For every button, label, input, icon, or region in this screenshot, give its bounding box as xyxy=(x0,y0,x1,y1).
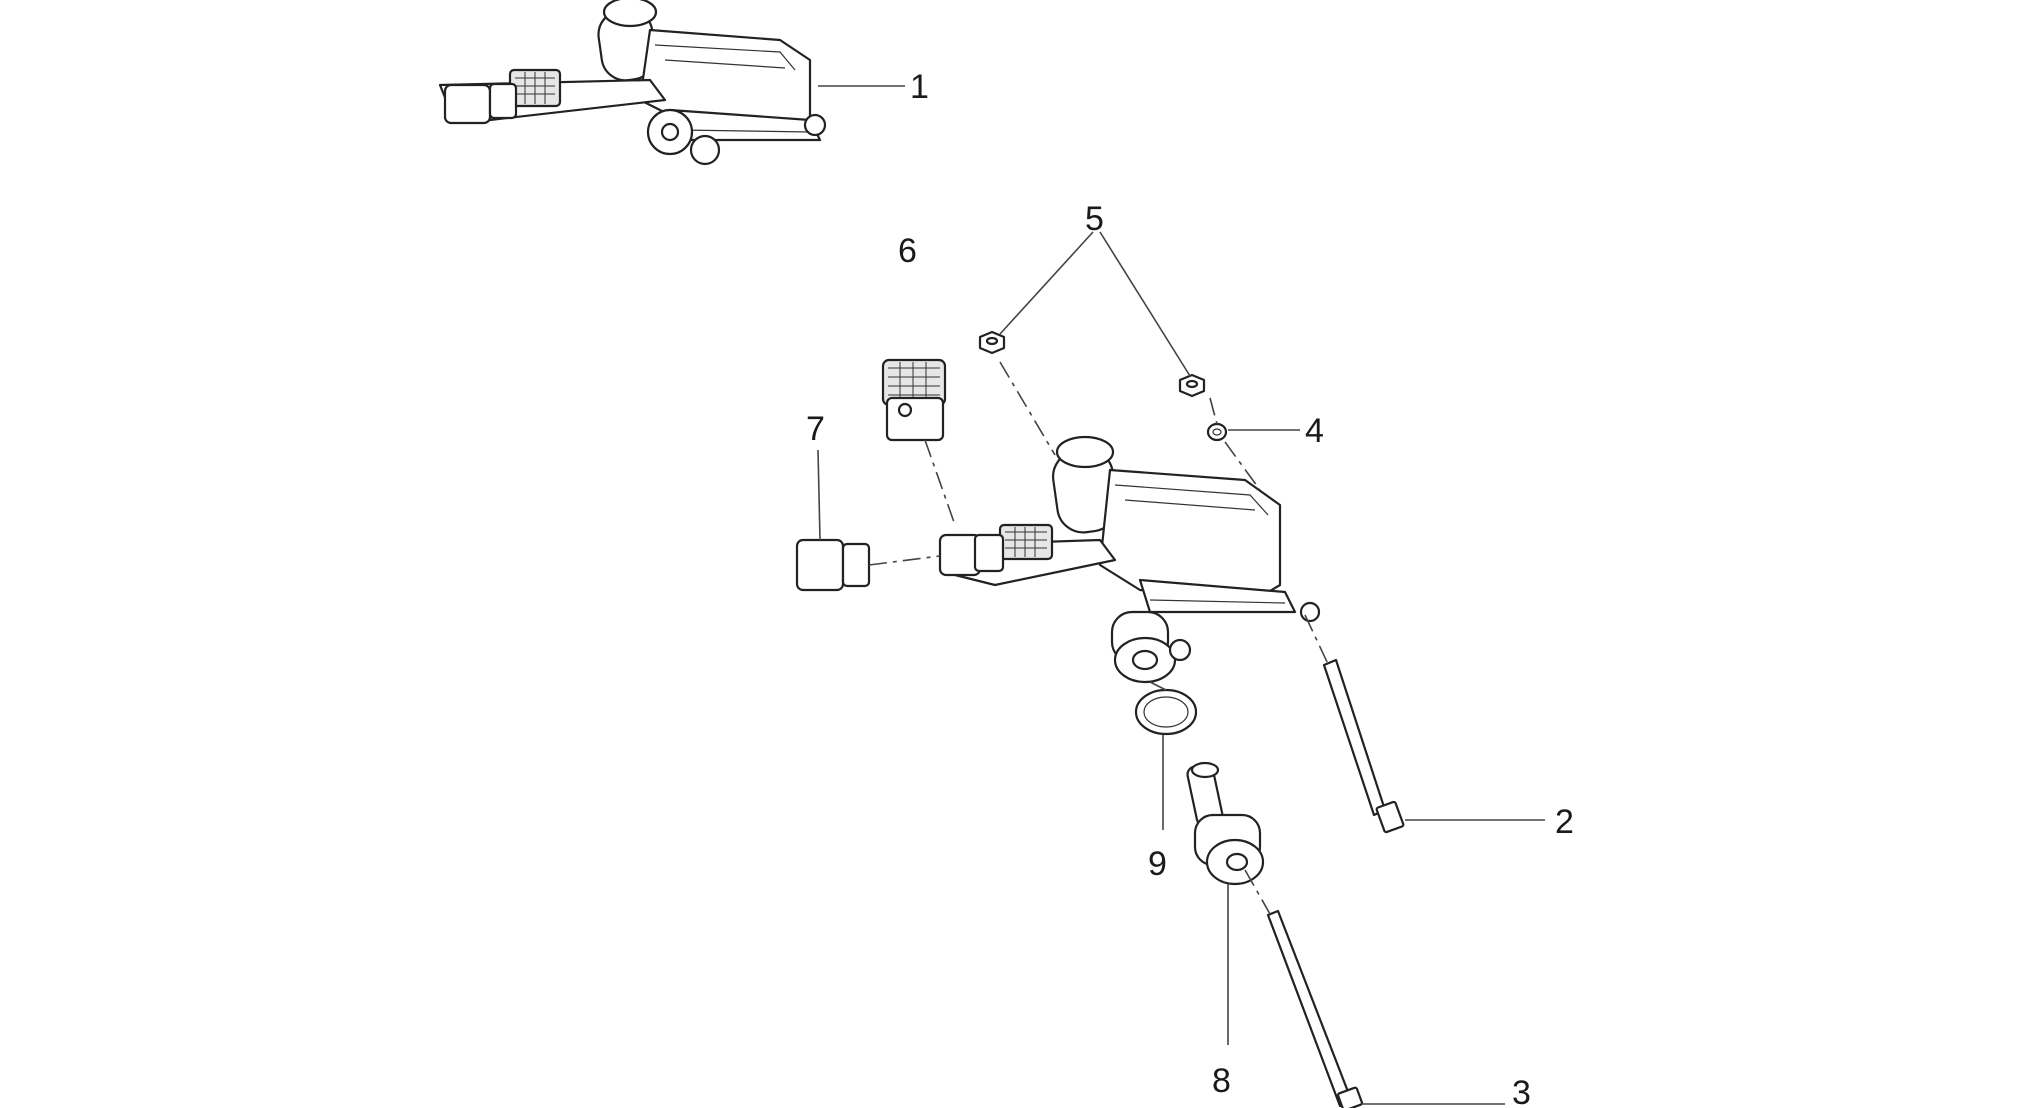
part-6-pedal-rubber xyxy=(881,358,947,442)
leader-7 xyxy=(817,449,821,541)
part-9-spacer-ring xyxy=(1134,688,1198,736)
callout-4: 4 xyxy=(1305,412,1324,450)
callout-2: 2 xyxy=(1555,803,1574,841)
part-7-end-cap xyxy=(795,538,871,592)
part-2-bolt xyxy=(1322,658,1405,834)
callout-5: 5 xyxy=(1085,200,1104,238)
part-5-nut-left xyxy=(978,330,1006,355)
callout-7: 7 xyxy=(806,410,825,448)
leader-5b xyxy=(1099,231,1191,377)
part-3-bolt xyxy=(1266,909,1364,1108)
callout-9: 9 xyxy=(1148,845,1167,883)
callout-1: 1 xyxy=(910,68,929,106)
part-8-bushing-pin xyxy=(1186,761,1265,886)
part-5-nut-right xyxy=(1178,373,1206,398)
part-1-footrest-assembly xyxy=(438,0,827,166)
callout-8: 8 xyxy=(1212,1062,1231,1100)
callout-3: 3 xyxy=(1512,1074,1531,1108)
leader-5a xyxy=(999,231,1094,335)
callout-6: 6 xyxy=(898,232,917,270)
part-4-washer xyxy=(1206,422,1228,442)
main-footrest-arm xyxy=(938,435,1321,684)
